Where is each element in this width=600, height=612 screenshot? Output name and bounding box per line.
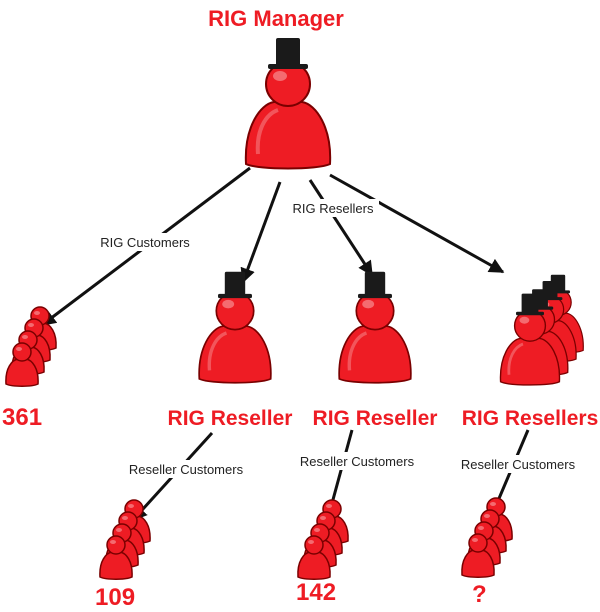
reseller-1-label: RIG Reseller xyxy=(168,407,293,430)
edge-label-rig-customers: RIG Customers xyxy=(100,235,190,250)
count-reseller-3-customers: ? xyxy=(472,581,487,608)
arrow-manager-to-reseller-3 xyxy=(329,173,505,274)
customer-group-icon-reseller-1 xyxy=(100,500,150,579)
reseller-2-label: RIG Reseller xyxy=(313,407,438,430)
edge-label-reseller-customers-2: Reseller Customers xyxy=(300,454,415,469)
manager-person-icon xyxy=(243,36,333,171)
reseller-2-person-icon xyxy=(337,270,413,385)
manager-label: RIG Manager xyxy=(208,6,344,31)
edge-label-reseller-customers-1: Reseller Customers xyxy=(129,462,244,477)
count-rig-customers: 361 xyxy=(2,404,42,431)
edge-label-rig-resellers: RIG Resellers xyxy=(293,201,374,216)
count-reseller-2-customers: 142 xyxy=(296,579,336,606)
customer-group-icon-reseller-3 xyxy=(462,498,512,577)
customer-group-icon-reseller-2 xyxy=(298,500,348,579)
reseller-3-label: RIG Resellers xyxy=(462,407,599,430)
edge-label-reseller-customers-3: Reseller Customers xyxy=(461,457,576,472)
customer-group-icon-direct xyxy=(6,307,56,386)
count-reseller-1-customers: 109 xyxy=(95,584,135,611)
arrow-manager-to-reseller-1 xyxy=(240,181,282,284)
arrow-manager-to-reseller-2 xyxy=(308,179,374,277)
reseller-1-person-icon xyxy=(197,270,273,385)
reseller-group-icon xyxy=(499,273,585,387)
